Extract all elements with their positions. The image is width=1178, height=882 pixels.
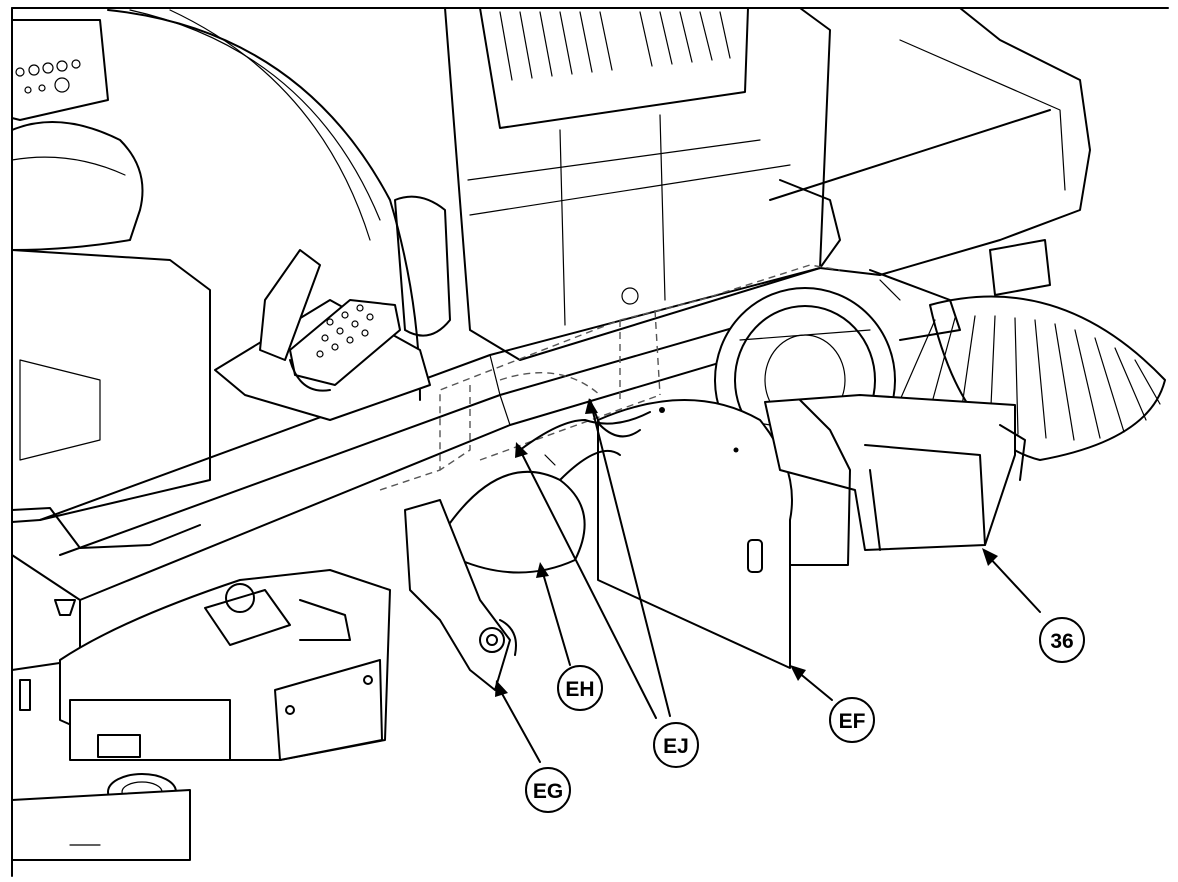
callout-label-EJ: EJ — [663, 735, 689, 758]
clamp-block — [69, 699, 231, 761]
callout-label-EF: EF — [839, 710, 866, 733]
pedal-grip-dots — [316, 304, 374, 358]
leader-EJ-2 — [591, 407, 671, 717]
machine-body — [11, 7, 1091, 549]
side-recess — [19, 359, 101, 461]
brush-symbol — [879, 279, 901, 301]
control-panel-knobs — [15, 59, 81, 94]
callout-EJ: EJ — [653, 722, 699, 768]
callout-EF: EF — [829, 697, 875, 743]
squeegee-blade — [11, 789, 191, 861]
right-housing — [799, 7, 1091, 276]
arm-EG — [404, 499, 517, 691]
callout-EH: EH — [557, 665, 603, 711]
grille-slats — [499, 11, 731, 81]
hidden-lines — [379, 264, 841, 491]
callout-label-36: 36 — [1050, 630, 1073, 653]
flap-slot — [747, 539, 763, 573]
arrow-decal — [54, 599, 76, 616]
step-fastener — [621, 287, 639, 305]
side-handle — [394, 195, 451, 337]
pedal — [289, 299, 401, 386]
grille-frame — [479, 7, 749, 129]
wire-EJ — [519, 399, 651, 466]
pedal-assembly — [214, 249, 431, 421]
seat — [11, 121, 144, 251]
leader-EH — [541, 569, 571, 666]
control-panel — [11, 19, 109, 121]
leader-36 — [987, 555, 1041, 613]
callout-label-EH: EH — [565, 678, 594, 701]
container-36 — [764, 394, 1026, 566]
callout-leaders — [495, 398, 1041, 763]
callout-EG: EG — [525, 767, 571, 813]
hood-arc — [107, 9, 421, 401]
brush-motor — [989, 239, 1051, 296]
front-assembly — [11, 569, 391, 861]
callout-36: 36 — [1039, 617, 1085, 663]
leader-EG — [499, 689, 541, 763]
central-tower — [444, 7, 831, 361]
leader-EJ-1 — [519, 449, 657, 719]
callout-label-EG: EG — [533, 780, 563, 803]
leader-EF — [797, 671, 833, 701]
latch — [97, 734, 141, 758]
main-broom-EH — [444, 450, 621, 574]
flap-panel-EF — [597, 399, 793, 669]
left-body-panel — [11, 249, 211, 523]
